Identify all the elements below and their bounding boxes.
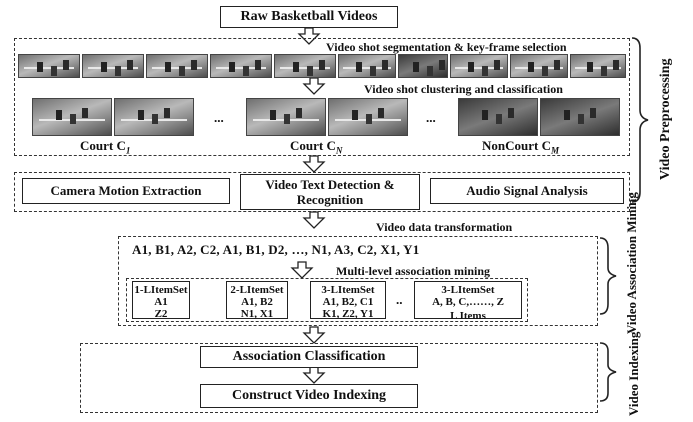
noncourt-cm-label: NonCourt CM <box>482 138 560 156</box>
construct-video-indexing-box: Construct Video Indexing <box>200 384 418 408</box>
itemset-line: A1, B2, C1 <box>322 296 374 308</box>
raw-videos-label: Raw Basketball Videos <box>240 9 378 24</box>
brace-indexing <box>599 342 617 402</box>
itemset-line: A1 <box>154 296 168 308</box>
itemset-4: 3-LItemSet A, B, C,……, Z L Items <box>414 281 522 322</box>
brace-mining <box>599 237 617 315</box>
itemset-title: 2-LItemSet <box>230 284 284 296</box>
noncourt-frame-2 <box>540 98 620 136</box>
itemset-line: Z2 <box>154 308 168 320</box>
indexing-region <box>80 343 598 413</box>
keyframe-image <box>570 54 626 78</box>
shot-segmentation-label: Video shot segmentation & key-frame sele… <box>326 40 567 54</box>
court-c1-label: Court C1 <box>80 138 131 156</box>
keyframe-image <box>450 54 508 78</box>
shot-clustering-label: Video shot clustering and classification <box>364 82 563 96</box>
ellipsis: ... <box>426 110 436 125</box>
camera-motion-box: Camera Motion Extraction <box>22 178 230 204</box>
keyframe-image <box>82 54 144 78</box>
arrow-to-mining <box>302 211 326 229</box>
itemset-line: K1, Z2, Y1 <box>322 308 374 320</box>
mining-region <box>118 236 598 326</box>
item-sequence: A1, B1, A2, C2, A1, B1, D2, …, N1, A3, C… <box>132 242 420 257</box>
keyframe-image <box>210 54 272 78</box>
itemset-dots: .. <box>396 292 403 307</box>
video-text-box: Video Text Detection & Recognition <box>240 174 420 210</box>
keyframe-strip <box>18 54 626 78</box>
ellipsis: ... <box>214 110 224 125</box>
association-classification-box: Association Classification <box>200 346 418 368</box>
keyframe-image <box>510 54 568 78</box>
brace-preprocessing <box>631 37 649 203</box>
itemset-1: 1-LItemSet A1 Z2 <box>132 281 190 320</box>
multi-level-label: Multi-level association mining <box>336 264 490 278</box>
keyframe-image <box>398 54 448 78</box>
preprocessing-region <box>14 38 630 156</box>
court-cn-frame-2 <box>328 98 408 136</box>
itemset-line: N1, X1 <box>240 308 274 320</box>
keyframe-image <box>146 54 208 78</box>
audio-signal-box: Audio Signal Analysis <box>430 178 624 204</box>
video-association-mining-label: Video Association Mining <box>624 192 639 334</box>
court-c1-frame-2 <box>114 98 194 136</box>
raw-videos-box: Raw Basketball Videos <box>220 6 398 28</box>
itemset-title: 3-LItemSet <box>441 284 495 296</box>
itemset-title: 3-LItemSet <box>321 284 375 296</box>
court-c1-frame-1 <box>32 98 112 136</box>
itemset-2: 2-LItemSet A1, B2 N1, X1 <box>226 281 288 320</box>
itemset-line: A, B, C,……, Z <box>432 296 504 308</box>
video-indexing-label: Video Indexing <box>626 331 641 416</box>
arrow-to-features <box>302 155 326 173</box>
video-preprocessing-label: Video Preprocessing <box>658 58 673 180</box>
itemset-title: 1-LItemSet <box>134 284 188 296</box>
court-cn-label: Court CN <box>290 138 343 156</box>
noncourt-frame-1 <box>458 98 538 136</box>
itemset-line: L Items <box>450 310 486 322</box>
feature-extraction-region <box>14 172 630 212</box>
keyframe-image <box>338 54 396 78</box>
video-data-transformation-label: Video data transformation <box>376 220 513 234</box>
itemset-3: 3-LItemSet A1, B2, C1 K1, Z2, Y1 <box>310 281 386 320</box>
keyframe-image <box>274 54 336 78</box>
itemset-line: A1, B2 <box>241 296 273 308</box>
arrow-to-indexing <box>302 326 326 344</box>
itemsets-region <box>126 278 528 322</box>
keyframe-image <box>18 54 80 78</box>
court-cn-frame-1 <box>246 98 326 136</box>
